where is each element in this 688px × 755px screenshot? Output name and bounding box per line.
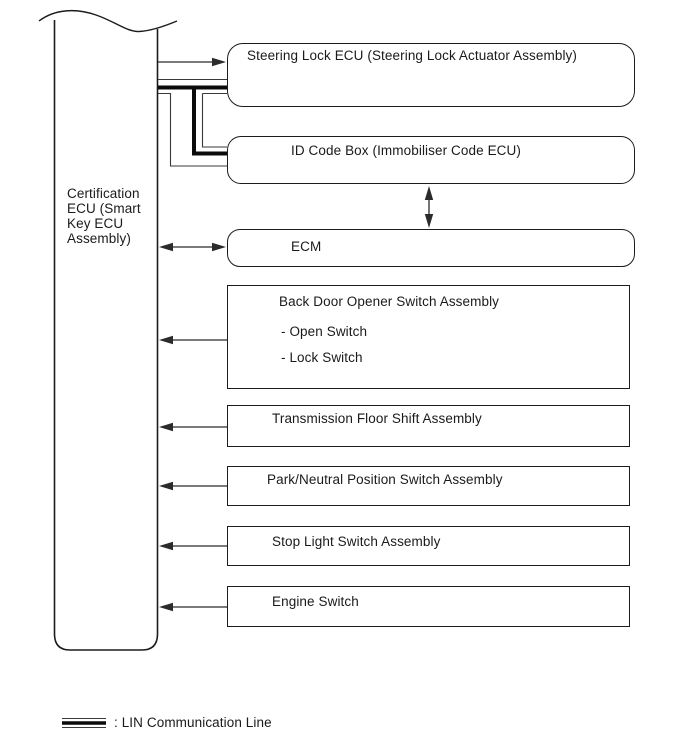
double-arrow-idcode-ecm bbox=[424, 186, 434, 228]
certification-ecu-label: Certification ECU (Smart Key ECU Assembl… bbox=[67, 186, 141, 246]
node-park-neutral-position-switch: Park/Neutral Position Switch Assembly bbox=[227, 466, 630, 506]
lin-line-symbol bbox=[62, 717, 106, 728]
arrow-stop-light-to-ecu bbox=[159, 541, 227, 551]
node-engine-switch: Engine Switch bbox=[227, 586, 630, 627]
certification-ecu-label-line: Key ECU bbox=[67, 216, 124, 231]
node-back-door-opener-switch: Back Door Opener Switch Assembly - Open … bbox=[227, 285, 630, 389]
legend: : LIN Communication Line bbox=[61, 715, 272, 730]
legend-label: : LIN Communication Line bbox=[114, 715, 272, 730]
node-steering-lock-ecu: Steering Lock ECU (Steering Lock Actuato… bbox=[227, 43, 635, 107]
node-sub-item: - Open Switch bbox=[281, 324, 368, 339]
certification-ecu-label-line: Assembly) bbox=[67, 231, 131, 246]
node-label: ECM bbox=[291, 239, 322, 254]
node-label: Stop Light Switch Assembly bbox=[272, 534, 441, 549]
arrow-park-neutral-to-ecu bbox=[159, 481, 227, 491]
node-label: Steering Lock ECU (Steering Lock Actuato… bbox=[247, 48, 577, 63]
lin-thick-branch bbox=[192, 85, 227, 156]
ecu-torn-top-edge bbox=[38, 9, 178, 33]
ecu-body-outline bbox=[53, 20, 159, 651]
arrow-transmission-to-ecu bbox=[159, 422, 227, 432]
arrow-engine-switch-to-ecu bbox=[159, 602, 227, 612]
lin-communication-line bbox=[158, 78, 227, 167]
lin-thin-inner-outline bbox=[201, 93, 227, 148]
node-id-code-box: ID Code Box (Immobiliser Code ECU) bbox=[227, 136, 635, 184]
node-ecm: ECM bbox=[227, 229, 635, 267]
node-sub-item: - Lock Switch bbox=[281, 350, 363, 365]
arrow-ecu-to-steering-lock bbox=[158, 57, 226, 67]
node-stop-light-switch: Stop Light Switch Assembly bbox=[227, 526, 630, 566]
node-label: ID Code Box (Immobiliser Code ECU) bbox=[291, 143, 521, 158]
arrow-back-door-to-ecu bbox=[159, 335, 227, 345]
double-arrow-ecu-ecm bbox=[159, 242, 226, 252]
node-label: Park/Neutral Position Switch Assembly bbox=[267, 472, 503, 487]
certification-ecu-label-line: ECU (Smart bbox=[67, 201, 141, 216]
certification-ecu-outline bbox=[38, 9, 178, 651]
node-label: Back Door Opener Switch Assembly bbox=[279, 294, 500, 309]
lin-thin-outer-outline bbox=[158, 92, 227, 167]
node-label: Transmission Floor Shift Assembly bbox=[272, 411, 482, 426]
node-label: Engine Switch bbox=[272, 594, 359, 609]
certification-ecu-label-line: Certification bbox=[67, 186, 140, 201]
node-transmission-floor-shift: Transmission Floor Shift Assembly bbox=[227, 405, 630, 447]
